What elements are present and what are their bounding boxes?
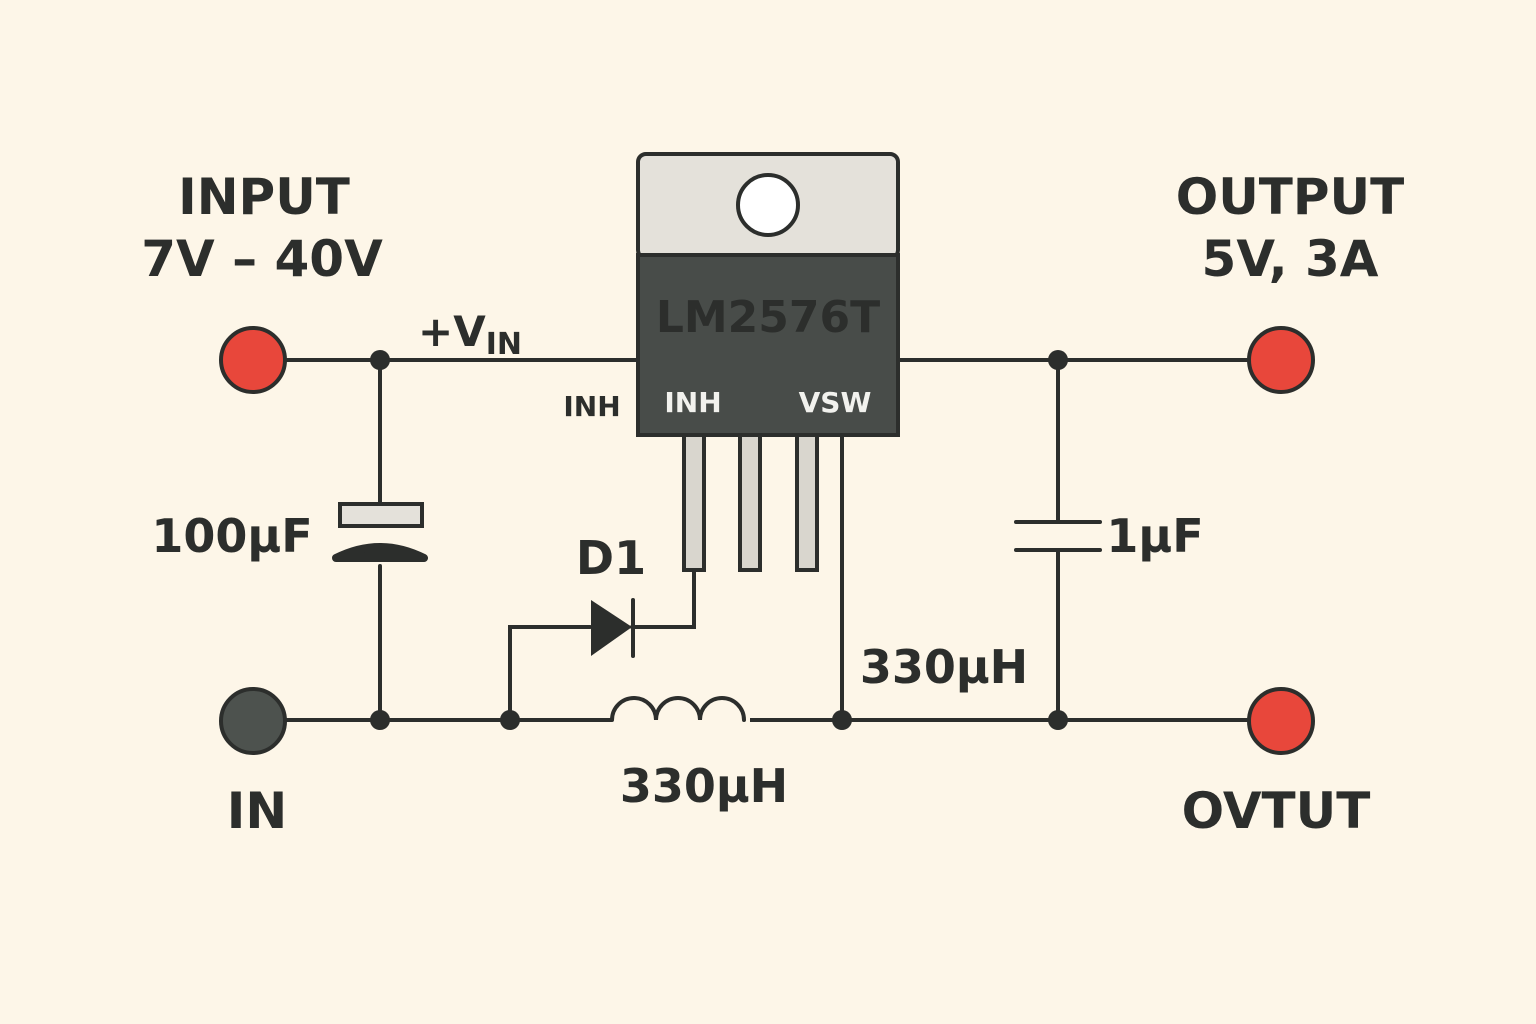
output-ground-label: OVTUT: [1182, 782, 1371, 840]
output-terminal-icon: [1247, 326, 1315, 394]
ground-terminal-icon: [219, 687, 287, 755]
inductor: [610, 696, 750, 728]
ic-pin-label-left: INH: [664, 386, 721, 419]
output-capacitor-label: 1µF: [1106, 509, 1203, 563]
input-capacitor-label: 100µF: [151, 509, 312, 563]
input-terminal-icon: [219, 326, 287, 394]
input-range: 7V – 40V: [141, 230, 383, 288]
inductor-label-upper: 330µH: [860, 640, 1028, 694]
vin-label: +VIN: [418, 307, 522, 362]
ic-part-number: LM2576T: [656, 292, 880, 343]
diode-d1: [591, 598, 635, 658]
inductor-label-lower: 330µH: [620, 759, 788, 813]
ic-lead-1: [682, 433, 706, 572]
ic-body: [636, 253, 900, 437]
ic-pin-label-outside: INH: [563, 390, 620, 423]
output-spec: 5V, 3A: [1202, 230, 1379, 288]
input-ground-label: IN: [227, 782, 287, 840]
input-capacitor: [332, 502, 428, 562]
output-capacitor: [1014, 520, 1102, 552]
input-title: INPUT: [178, 168, 350, 226]
output-title: OUTPUT: [1176, 168, 1405, 226]
ic-lead-3: [795, 433, 819, 572]
regulator-ic: LM2576T INH VSW: [636, 152, 900, 572]
vin-prefix: +V: [418, 307, 486, 356]
ic-pin-label-right: VSW: [799, 386, 872, 419]
junction-dots: [370, 350, 1068, 730]
output-ground-terminal-icon: [1247, 687, 1315, 755]
ic-lead-2: [738, 433, 762, 572]
mounting-hole-icon: [736, 173, 800, 237]
vin-subscript: IN: [486, 327, 522, 362]
diode-label: D1: [576, 531, 646, 585]
wires: [253, 358, 1287, 722]
